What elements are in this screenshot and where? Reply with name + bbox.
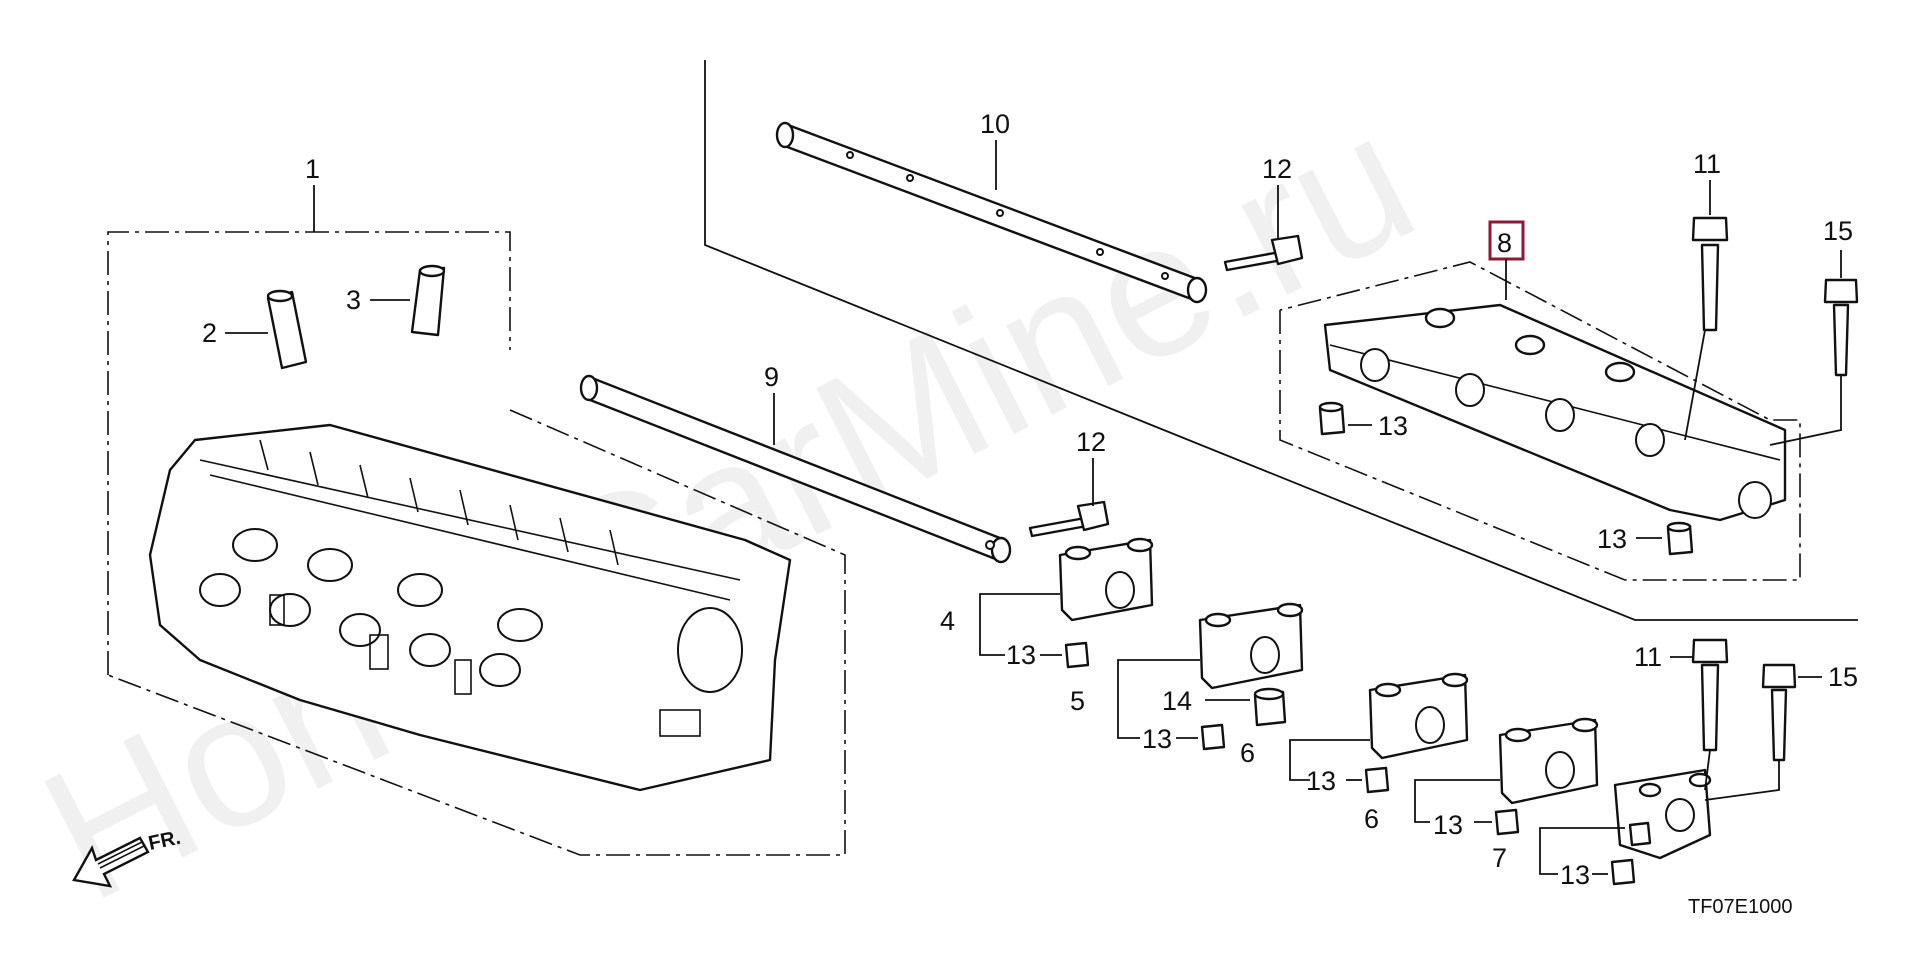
bolt-boss-a (232, 528, 278, 562)
bolt-12-middle-part[interactable] (1028, 500, 1110, 538)
camshaft-holder-6-b-part[interactable] (1498, 717, 1599, 805)
leader-5 (1117, 659, 1200, 739)
group-boundary-main (704, 60, 1858, 621)
leader-15-top-b (1769, 375, 1842, 446)
callout-15-top[interactable]: 15 (1823, 216, 1853, 246)
callout-7[interactable]: 7 (1492, 843, 1507, 873)
dowel-14-part[interactable] (1253, 687, 1287, 727)
callout-12-top[interactable]: 12 (1262, 154, 1292, 184)
leader-11-top-b (1684, 329, 1706, 441)
callout-10[interactable]: 10 (980, 109, 1010, 139)
callout-6-b[interactable]: 6 (1364, 804, 1379, 834)
callout-13-a[interactable]: 13 (1378, 411, 1408, 441)
dowel-collar-13-d-part[interactable] (1200, 723, 1226, 751)
bolt-12-top-part[interactable] (1223, 234, 1304, 272)
dowel-collar-13-f-part[interactable] (1494, 808, 1520, 836)
group-boundary-8 (1279, 261, 1801, 581)
leader-7 (1539, 827, 1625, 875)
holder-assembly-group: 8 13 13 (1279, 220, 1801, 581)
valve-guide-part[interactable] (266, 289, 308, 370)
bolt-15-top-part[interactable] (1823, 278, 1859, 377)
callout-8[interactable]: 8 (1497, 228, 1512, 258)
callout-1[interactable]: 1 (305, 154, 320, 184)
rocker-shaft-9-part[interactable] (579, 374, 1012, 564)
callout-14[interactable]: 14 (1162, 686, 1192, 716)
callout-9[interactable]: 9 (764, 362, 779, 392)
callout-13-c[interactable]: 13 (1006, 640, 1036, 670)
bolt-boss-d (497, 608, 543, 642)
rocker-shaft-10-part[interactable] (775, 121, 1208, 304)
dowel-collar-13-c-part[interactable] (1064, 641, 1090, 669)
group-boundary-1b (107, 409, 846, 856)
port-hole-3 (339, 613, 381, 647)
camshaft-holder-7-part[interactable] (1613, 768, 1712, 860)
callout-4[interactable]: 4 (940, 606, 955, 636)
bolt-boss-c (397, 573, 443, 607)
leader-4 (979, 593, 1060, 656)
port-hole-4 (409, 633, 451, 667)
callout-6-a[interactable]: 6 (1240, 738, 1255, 768)
dowel-collar-13-a-part[interactable] (1318, 401, 1346, 436)
leader-6-b (1414, 779, 1500, 823)
camshaft-holder-5-part[interactable] (1198, 602, 1304, 690)
port-hole-1 (199, 573, 241, 607)
bolt-11-top-part[interactable] (1691, 216, 1729, 332)
callout-12-middle[interactable]: 12 (1076, 427, 1106, 457)
camshaft-holder-6-a-part[interactable] (1368, 672, 1469, 760)
port-hole-5 (479, 653, 521, 687)
callout-13-e[interactable]: 13 (1306, 766, 1336, 796)
callout-2[interactable]: 2 (202, 318, 217, 348)
bolt-11-bottom-part[interactable] (1691, 638, 1729, 752)
callout-15-bottom[interactable]: 15 (1828, 662, 1858, 692)
callout-13-d[interactable]: 13 (1142, 724, 1172, 754)
camshaft-holder-4-part[interactable] (1058, 537, 1154, 622)
valve-guide-part-2[interactable] (410, 264, 446, 337)
group-boundary-1 (107, 231, 511, 675)
leader-11-bottom-b (1704, 749, 1711, 791)
dowel-collar-13-b-part[interactable] (1666, 521, 1694, 556)
callout-13-f[interactable]: 13 (1433, 810, 1463, 840)
dowel-collar-13-g-part[interactable] (1628, 821, 1652, 847)
callout-11-bottom[interactable]: 11 (1634, 642, 1662, 672)
dowel-collar-13-h-part[interactable] (1610, 858, 1636, 886)
callout-3[interactable]: 3 (346, 285, 361, 315)
callout-13-b[interactable]: 13 (1597, 524, 1627, 554)
port-hole-2 (269, 593, 311, 627)
callout-5[interactable]: 5 (1070, 686, 1085, 716)
dowel-collar-13-e-part[interactable] (1364, 766, 1390, 794)
leader-15-bottom-b (1704, 760, 1780, 801)
leader-6-a (1289, 739, 1370, 781)
cylinder-head-group: 1 2 3 (107, 154, 846, 856)
diagram-code: TF07E1000 (1688, 896, 1793, 918)
callout-11-top[interactable]: 11 (1693, 149, 1721, 179)
bolt-15-bottom-part[interactable] (1761, 663, 1797, 762)
end-bore (677, 607, 743, 693)
bolt-boss-b (307, 548, 353, 582)
callout-13-g[interactable]: 13 (1560, 860, 1590, 890)
camshaft-holder-assembly-part[interactable] (1323, 303, 1787, 522)
cylinder-head-part[interactable] (148, 423, 792, 792)
